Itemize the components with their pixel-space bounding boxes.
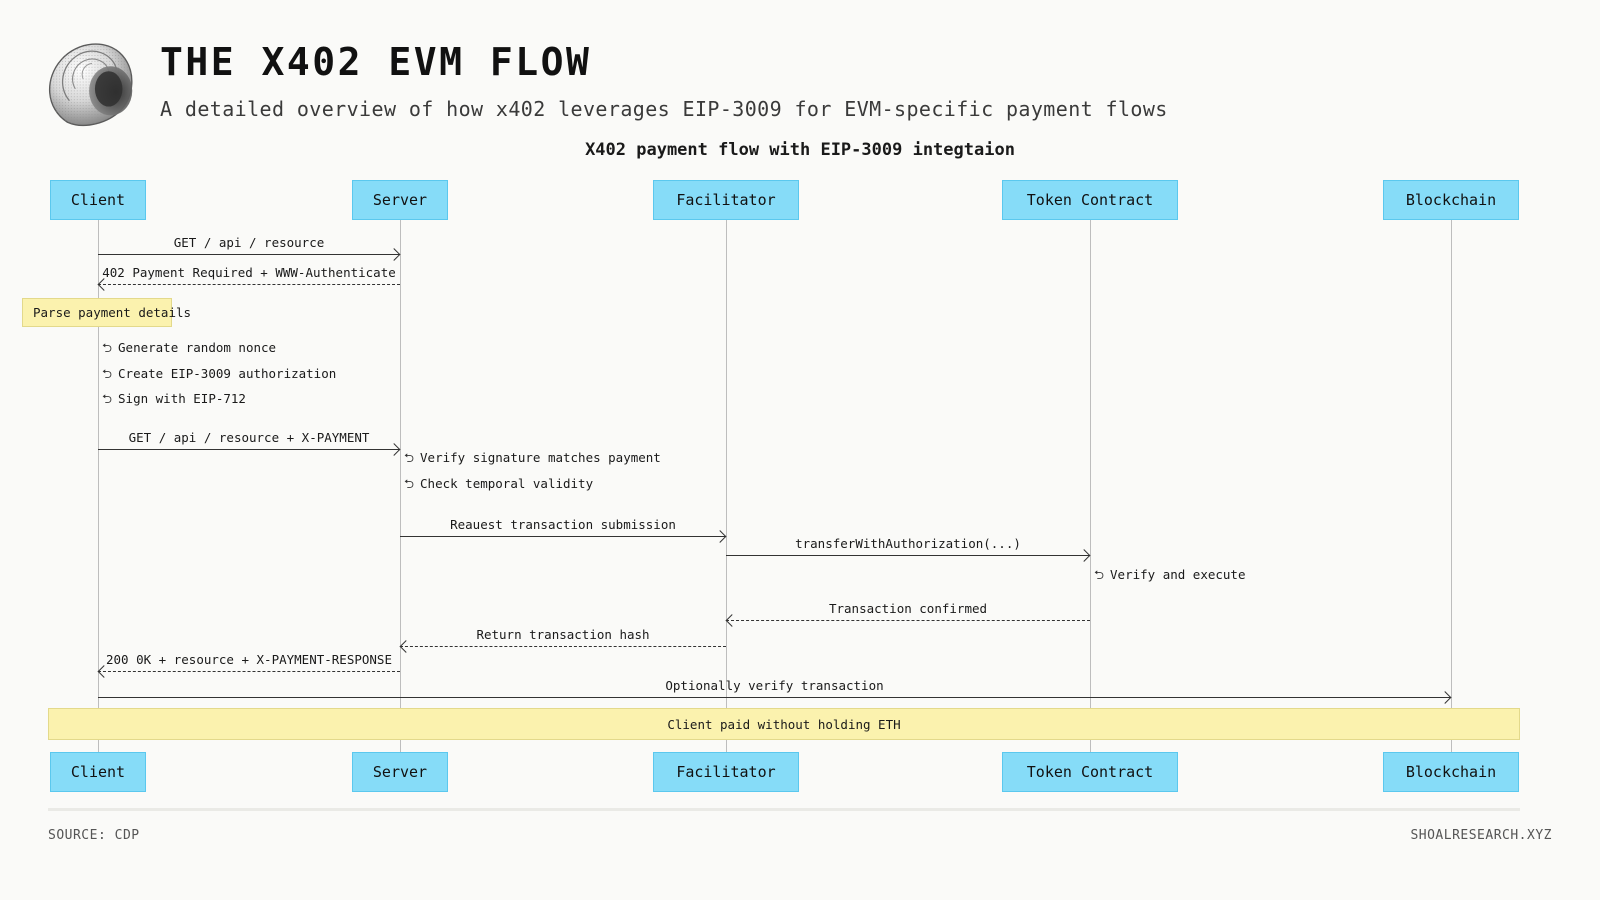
actor-box-top-facilitator[interactable]: Facilitator: [652, 180, 800, 220]
page-subtitle: A detailed overview of how x402 leverage…: [160, 97, 1168, 121]
lifeline-token-contract: [1089, 220, 1091, 752]
message-line: [726, 620, 1090, 621]
message-label: GET / api / resource + X-PAYMENT: [128, 430, 370, 445]
self-call: ⮌ Generate random nonce: [102, 339, 276, 360]
actor-box-bottom-blockchain[interactable]: Blockchain: [1383, 752, 1519, 792]
diagram-title: X402 payment flow with EIP-3009 integtai…: [585, 140, 1015, 160]
summary-banner: Client paid without holding ETH: [48, 708, 1520, 740]
actor-box-top-token-contract[interactable]: Token Contract: [1001, 180, 1179, 220]
message-arrowhead: [97, 665, 111, 678]
footer-source: SOURCE: CDP: [48, 828, 140, 843]
self-call-loop-icon: ⮌: [404, 476, 415, 491]
message-arrowhead: [399, 640, 413, 653]
self-call-label: Verify signature matches payment: [420, 450, 661, 465]
self-call-label: Create EIP-3009 authorization: [118, 366, 337, 381]
snail-shell-logo-icon: [38, 28, 146, 136]
lifeline-blockchain: [1450, 220, 1452, 752]
self-call-label: Sign with EIP-712: [118, 391, 246, 406]
actor-box-top-client[interactable]: Client: [50, 180, 146, 220]
lifeline-facilitator: [725, 220, 727, 752]
lifeline-server: [399, 220, 401, 752]
actor-box-top-blockchain[interactable]: Blockchain: [1383, 180, 1519, 220]
message-line: [726, 555, 1090, 556]
message-label: GET / api / resource: [173, 235, 325, 250]
footer-divider: [48, 808, 1520, 811]
lifeline-client: [97, 220, 99, 752]
message-label: 402 Payment Required + WWW-Authenticate: [102, 265, 396, 280]
self-call-label: Check temporal validity: [420, 476, 594, 491]
message-label: 200 0K + resource + X-PAYMENT-RESPONSE: [106, 652, 392, 667]
self-call: ⮌ Check temporal validity: [404, 475, 593, 496]
actor-box-bottom-token-contract[interactable]: Token Contract: [1001, 752, 1179, 792]
self-call-loop-icon: ⮌: [102, 391, 113, 406]
message-line: [98, 284, 400, 285]
actor-box-bottom-server[interactable]: Server: [352, 752, 448, 792]
message-line: [98, 671, 400, 672]
self-call: ⮌ Sign with EIP-712: [102, 390, 246, 411]
self-call-loop-icon: ⮌: [1094, 567, 1105, 582]
self-call-loop-icon: ⮌: [102, 366, 113, 381]
footer-website: SHOALRESEARCH.XYZ: [1410, 828, 1552, 843]
message-line: [98, 697, 1451, 698]
message-line: [400, 536, 726, 537]
self-call-label: Generate random nonce: [118, 340, 277, 355]
message-arrowhead: [97, 278, 111, 291]
actor-box-top-server[interactable]: Server: [352, 180, 448, 220]
message-label: Return transaction hash: [476, 627, 650, 642]
self-call-loop-icon: ⮌: [404, 450, 415, 465]
message-label: Optionally verify transaction: [665, 678, 884, 693]
actor-box-bottom-client[interactable]: Client: [50, 752, 146, 792]
message-label: Transaction confirmed: [828, 601, 988, 616]
page-title: THE X402 EVM FLOW: [160, 40, 592, 84]
actor-box-bottom-facilitator[interactable]: Facilitator: [652, 752, 800, 792]
message-label: Reauest transaction submission: [450, 517, 676, 532]
message-line: [98, 449, 400, 450]
self-call: ⮌ Verify and execute: [1094, 566, 1245, 587]
self-call: ⮌ Create EIP-3009 authorization: [102, 365, 336, 386]
message-line: [98, 254, 400, 255]
self-call-label: Verify and execute: [1110, 567, 1246, 582]
note-box: Parse payment details: [22, 298, 191, 327]
self-call-loop-icon: ⮌: [102, 340, 113, 355]
message-line: [400, 646, 726, 647]
self-call: ⮌ Verify signature matches payment: [404, 449, 661, 470]
message-label: transferWithAuthorization(...): [795, 536, 1021, 551]
message-arrowhead: [725, 614, 739, 627]
